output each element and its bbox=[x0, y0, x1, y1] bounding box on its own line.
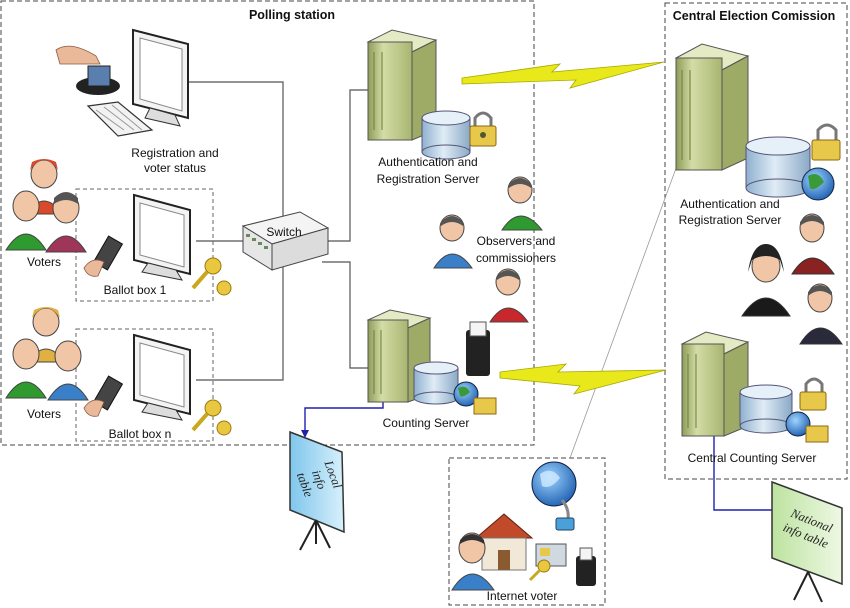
database-icon bbox=[745, 136, 811, 198]
person-icon bbox=[791, 213, 835, 275]
card-reader-icon bbox=[466, 321, 490, 376]
central-commission-region bbox=[664, 2, 848, 480]
voters-group-1: Voters bbox=[5, 159, 87, 269]
voters-label-2: Voters bbox=[27, 407, 61, 421]
globe-icon bbox=[801, 167, 835, 201]
person-icon bbox=[45, 192, 87, 253]
database-icon bbox=[421, 110, 471, 160]
server-icon bbox=[680, 331, 750, 437]
padlock-icon bbox=[473, 397, 497, 415]
person-icon bbox=[489, 268, 529, 323]
person-icon bbox=[451, 532, 495, 591]
local-info-table: Local info table bbox=[289, 430, 345, 551]
padlock-icon bbox=[799, 377, 827, 411]
globe-icon bbox=[453, 381, 479, 407]
key-icon bbox=[191, 399, 232, 436]
auth-server-label-line2: Registration Server bbox=[377, 172, 480, 186]
padlock-icon bbox=[811, 123, 841, 161]
ballot-box-1: Ballot box 1 bbox=[83, 193, 232, 297]
database-icon bbox=[413, 361, 459, 405]
registration-label-line2: voter status bbox=[144, 161, 206, 175]
switch-device: Switch bbox=[241, 211, 330, 271]
network-lines bbox=[153, 81, 691, 459]
ballot-box-n-label: Ballot box n bbox=[109, 427, 172, 441]
globe-icon bbox=[531, 461, 577, 531]
projector-screen-icon bbox=[289, 430, 345, 551]
database-icon bbox=[739, 384, 793, 434]
card-reader-icon bbox=[55, 45, 120, 95]
house-icon bbox=[474, 513, 534, 571]
key-icon bbox=[191, 257, 232, 296]
arrow-head bbox=[301, 430, 309, 438]
internet-voter-label: Internet voter bbox=[487, 589, 558, 603]
monitor-icon bbox=[133, 333, 191, 421]
commission-members bbox=[741, 213, 843, 345]
national-info-table: National info table bbox=[771, 480, 843, 603]
auth-server: Authentication and Registration Server bbox=[366, 29, 497, 186]
person-icon bbox=[501, 176, 544, 231]
person-icon bbox=[47, 340, 89, 401]
switch-label: Switch bbox=[266, 225, 301, 239]
polling-station-title: Polling station bbox=[249, 8, 335, 22]
padlock-icon bbox=[469, 111, 497, 147]
person-icon bbox=[5, 338, 47, 399]
smartcard-icon bbox=[83, 235, 124, 277]
lightning-link-icon bbox=[499, 363, 667, 395]
voters-group-2: Voters bbox=[5, 307, 89, 421]
padlock-icon bbox=[805, 425, 829, 443]
registration-label-line1: Registration and bbox=[131, 146, 218, 160]
person-icon bbox=[5, 190, 47, 251]
central-auth-label-line2: Registration Server bbox=[679, 213, 782, 227]
ballot-box-n-region bbox=[75, 328, 214, 442]
keyboard-icon bbox=[86, 101, 154, 137]
monitor-icon bbox=[133, 193, 191, 281]
monitor-icon bbox=[132, 28, 189, 127]
card-reader-icon bbox=[576, 547, 596, 586]
voters-label-1: Voters bbox=[27, 255, 61, 269]
observers-group: Observers and commissioners bbox=[433, 176, 556, 323]
counting-server: Counting Server bbox=[366, 309, 497, 430]
central-counting-server: Central Counting Server bbox=[680, 331, 829, 465]
observers-label-line2: commissioners bbox=[476, 251, 556, 265]
internet-voter-region bbox=[448, 457, 606, 606]
auth-server-label-line1: Authentication and bbox=[378, 155, 477, 169]
lightning-link-icon bbox=[461, 61, 665, 89]
local-info-label-line2: info bbox=[309, 468, 329, 491]
central-auth-server: Authentication and Registration Server bbox=[674, 43, 841, 227]
ballot-box-n: Ballot box n bbox=[83, 333, 232, 441]
observers-label-line1: Observers and bbox=[477, 234, 556, 248]
counting-server-label: Counting Server bbox=[383, 416, 470, 430]
person-icon bbox=[799, 283, 843, 345]
person-icon bbox=[433, 214, 473, 269]
ballot-box-1-label: Ballot box 1 bbox=[104, 283, 167, 297]
smartcard-icon bbox=[83, 375, 124, 417]
person-icon bbox=[741, 244, 791, 317]
key-icon bbox=[528, 559, 551, 582]
central-commission-title: Central Election Comission bbox=[673, 9, 836, 23]
registration-workstation: Registration and voter status bbox=[55, 28, 219, 175]
internet-voter: Internet voter bbox=[451, 461, 596, 603]
globe-icon bbox=[785, 411, 811, 437]
server-icon bbox=[674, 43, 750, 171]
central-auth-label-line1: Authentication and bbox=[680, 197, 779, 211]
projector-screen-icon bbox=[771, 480, 843, 603]
central-counting-label: Central Counting Server bbox=[688, 451, 817, 465]
